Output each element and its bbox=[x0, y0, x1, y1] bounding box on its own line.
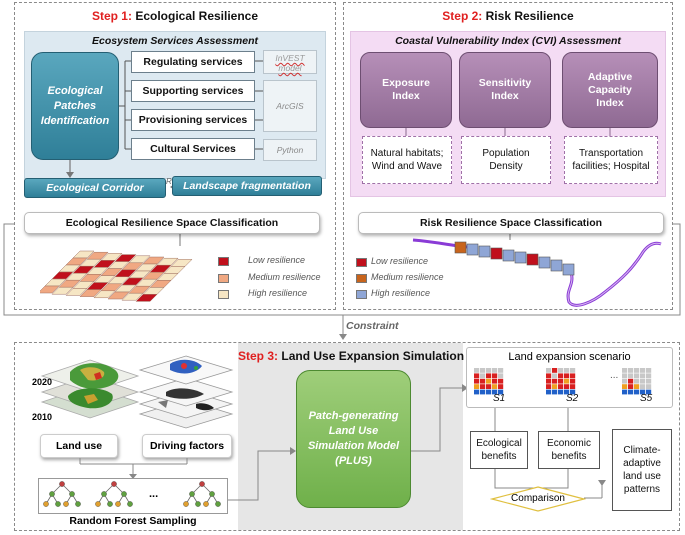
eco-legend-high-swatch bbox=[218, 290, 229, 299]
adaptive-capacity-index-box: Adaptive Capacity Index bbox=[562, 52, 658, 128]
step2-frame bbox=[343, 2, 673, 310]
scenario-s2-label: S2 bbox=[566, 393, 579, 404]
scenario-grid bbox=[622, 368, 652, 395]
risk-coast-cell bbox=[454, 241, 467, 254]
risk-legend-medium: Medium resilience bbox=[371, 272, 444, 282]
step3-frame bbox=[14, 342, 680, 531]
tool-python: Python bbox=[263, 139, 317, 161]
step1-frame bbox=[14, 2, 336, 310]
step1-title: Step 1: Ecological Resilience bbox=[91, 9, 259, 23]
risk-coast-cell bbox=[538, 256, 551, 269]
coastline-risk-map bbox=[412, 238, 662, 307]
ecological-resilience-map bbox=[40, 250, 193, 302]
eco-map-cell bbox=[107, 291, 130, 300]
decision-trees bbox=[43, 481, 221, 507]
year-2010-label: 2010 bbox=[32, 412, 53, 422]
risk-legend-medium-swatch bbox=[356, 274, 367, 283]
sensitivity-factors: Population Density bbox=[461, 136, 551, 184]
scenario-title: Land expansion scenario bbox=[508, 351, 631, 363]
scenario-grid bbox=[474, 368, 504, 395]
eco-map-cell bbox=[121, 292, 144, 301]
risk-coast-cell bbox=[550, 259, 563, 272]
ecological-classification-bar: Ecological Resilience Space Classificati… bbox=[24, 212, 320, 234]
service-supporting: Supporting services bbox=[131, 80, 255, 102]
constraint-label: Constraint bbox=[346, 320, 399, 332]
risk-classification-bar: Risk Resilience Space Classification bbox=[358, 212, 664, 234]
ecological-patches-box: Ecological Patches Identification bbox=[31, 52, 119, 160]
risk-legend-low: Low resilience bbox=[371, 256, 429, 266]
step3-title: Step 3: Land Use Expansion Simulation bbox=[238, 349, 465, 363]
economic-benefits-box: Economic benefits bbox=[538, 431, 600, 469]
random-forest-label: Random Forest Sampling bbox=[69, 515, 197, 527]
eco-map-cell bbox=[65, 288, 88, 296]
driving-factors-box: Driving factors bbox=[142, 434, 232, 458]
decision-tree-icon bbox=[183, 481, 221, 507]
eco-map-cell bbox=[135, 294, 158, 302]
climate-adaptive-box: Climate-adaptive land use patterns bbox=[612, 429, 672, 511]
plus-model-box: Patch-generating Land Use Simulation Mod… bbox=[296, 370, 411, 508]
service-provisioning: Provisioning services bbox=[131, 109, 255, 131]
risk-coast-cell bbox=[526, 253, 539, 266]
decision-tree-icon bbox=[43, 481, 81, 507]
land-use-box: Land use bbox=[40, 434, 118, 458]
risk-coast-cell bbox=[478, 245, 491, 258]
eco-map-cell bbox=[79, 289, 102, 297]
tool-arcgis: ArcGIS bbox=[263, 80, 317, 132]
risk-legend-high: High resilience bbox=[371, 288, 431, 298]
decision-tree-icon bbox=[95, 481, 133, 507]
risk-coast-cell bbox=[514, 251, 527, 264]
eco-legend-medium-swatch bbox=[218, 274, 229, 283]
risk-coast-cell bbox=[466, 243, 479, 256]
ecological-benefits-box: Ecological benefits bbox=[470, 431, 528, 469]
comparison-label: Comparison bbox=[511, 493, 565, 504]
eco-legend-medium: Medium resilience bbox=[248, 272, 321, 282]
random-forest-panel bbox=[38, 478, 228, 514]
trees-ellipsis: ... bbox=[149, 488, 159, 500]
land-use-layers bbox=[40, 359, 140, 419]
scenario-grid bbox=[546, 368, 576, 395]
eco-legend-low: Low resilience bbox=[248, 255, 306, 265]
risk-coast-cells bbox=[454, 241, 575, 276]
eco-map-cell bbox=[93, 290, 116, 299]
adaptive-factors: Transportation facilities; Hospital bbox=[564, 136, 658, 184]
step2-title: Step 2: Risk Resilience bbox=[442, 9, 574, 23]
risk-legend-high-swatch bbox=[356, 290, 367, 299]
exposure-index-box: Exposure Index bbox=[360, 52, 452, 128]
risk-coast-cell bbox=[490, 247, 503, 260]
risk-coast-cell bbox=[502, 249, 515, 262]
driving-factor-layers bbox=[138, 355, 234, 429]
landscape-fragmentation-box: Landscape fragmentation bbox=[172, 176, 322, 196]
sensitivity-index-box: Sensitivity Index bbox=[459, 52, 551, 128]
service-regulating: Regulating services bbox=[131, 51, 255, 73]
cvi-title: Coastal Vulnerability Index (CVI) Assess… bbox=[395, 35, 621, 47]
tool-invest: InVEST model bbox=[263, 50, 317, 74]
risk-coast-cell bbox=[562, 263, 575, 276]
scenario-grids bbox=[474, 368, 652, 395]
ecosystem-services-title: Ecosystem Services Assessment bbox=[92, 35, 258, 47]
comparison-diamond bbox=[490, 486, 586, 512]
eco-map-cell bbox=[51, 286, 74, 295]
service-cultural: Cultural Services bbox=[131, 138, 255, 160]
eco-legend-high: High resilience bbox=[248, 288, 308, 298]
risk-legend-low-swatch bbox=[356, 258, 367, 267]
exposure-factors: Natural habitats; Wind and Wave bbox=[362, 136, 452, 184]
scenario-s1-label: S1 bbox=[493, 393, 506, 404]
ecological-corridor-box: Ecological Corridor bbox=[24, 178, 166, 198]
scenario-dots: ... bbox=[610, 370, 619, 381]
eco-map-cell bbox=[40, 285, 60, 294]
year-2020-label: 2020 bbox=[32, 377, 53, 387]
scenario-s5-label: S5 bbox=[640, 393, 653, 404]
eco-legend-low-swatch bbox=[218, 257, 229, 266]
